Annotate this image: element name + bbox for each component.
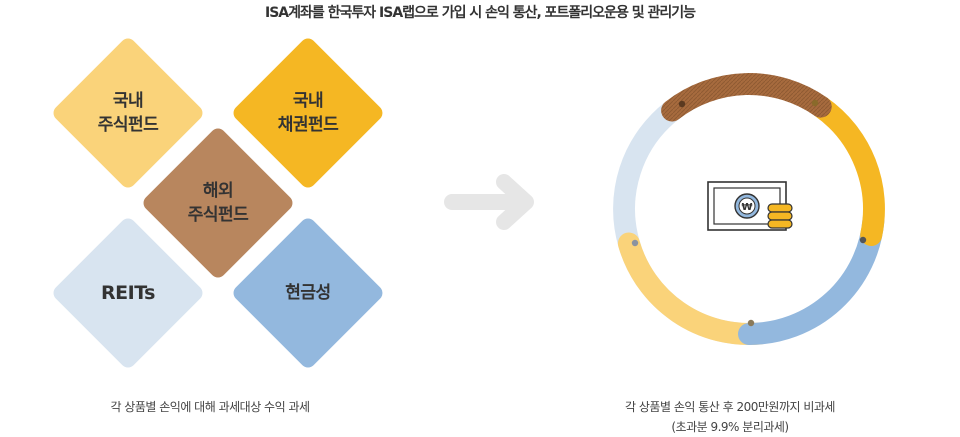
svg-text:₩: ₩ [741,202,752,213]
ring-dot [747,319,755,327]
right-arrow-icon [444,174,534,230]
ring-segment-domestic-stock [617,232,771,345]
label-domestic-bond: 국내 채권펀드 [277,91,339,135]
label-domestic-stock: 국내 주식펀드 [97,91,159,135]
ring-dot [631,239,639,247]
right-caption-line1: 각 상품별 손익 통산 후 200만원까지 비과세 [625,400,835,414]
label-overseas-stock: 해외 주식펀드 [187,181,249,225]
portfolio-ring [613,73,885,345]
left-caption: 각 상품별 손익에 대해 과세대상 수익 과세 [110,400,310,414]
ring-dot [811,99,819,107]
label-cash: 현금성 [285,283,331,303]
ring-dot [678,100,686,108]
ring-dot [859,236,867,244]
label-reits: REITs [101,282,155,304]
ring-segment-overseas-stock [661,73,832,122]
right-caption-line2: (초과분 9.9% 분리과세) [671,420,789,434]
ring-segment-domestic-bond [809,95,885,246]
right-caption: 각 상품별 손익 통산 후 200만원까지 비과세 (초과분 9.9% 분리과세… [580,397,880,437]
money-won-icon: ₩ [707,181,793,231]
page-title: ISA계좌를 한국투자 ISA랩으로 가입 시 손익 통산, 포트폴리오운용 및… [265,5,696,21]
